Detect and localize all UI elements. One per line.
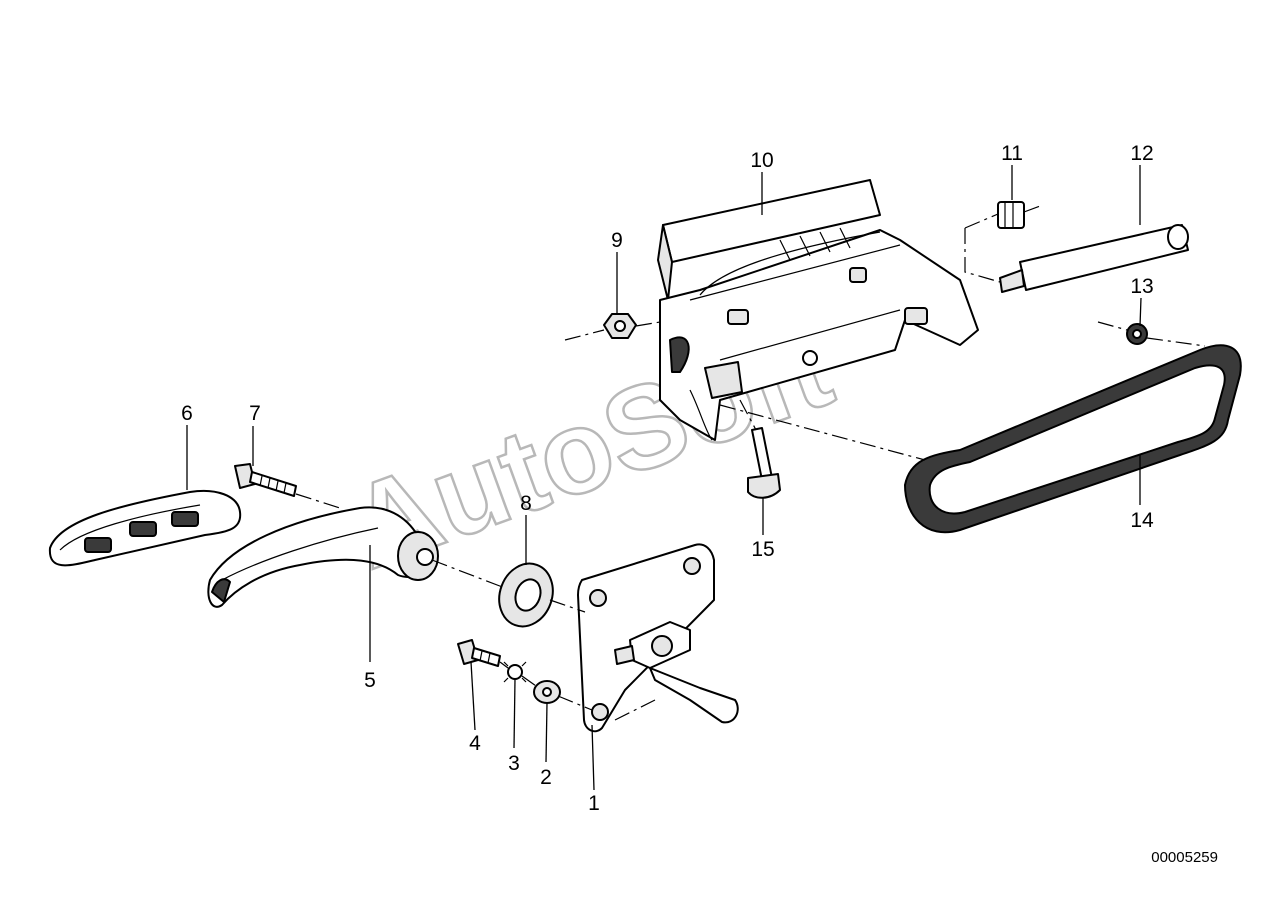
part-5-handle-lever [207,506,439,608]
part-13-nut [1126,323,1148,345]
callout-9: 9 [611,229,623,252]
callout-13: 13 [1130,275,1153,298]
callout-1: 1 [588,792,600,815]
part-9-nut [603,313,637,339]
part-14-cover [904,344,1242,534]
drawing-number: 00005259 [1151,849,1218,866]
assembly-lines [295,205,1206,721]
part-6-escutcheon [48,489,242,567]
callout-14: 14 [1130,509,1154,532]
callout-2: 2 [540,766,552,789]
part-10-housing [657,179,979,441]
part-15-screw [747,427,781,499]
part-2-washer [533,680,561,704]
callout-12: 12 [1130,142,1153,165]
part-4-bolt [457,639,501,667]
part-7-screw [234,463,297,497]
callout-11: 11 [1001,142,1023,165]
callout-8: 8 [520,492,532,515]
callout-5: 5 [364,669,376,692]
callout-4: 4 [469,732,481,755]
part-11-clip [997,201,1025,229]
part-8-gasket [498,562,554,628]
part-12-rod [999,224,1189,293]
callout-10: 10 [750,149,773,172]
leader-lines [186,165,1142,791]
callout-labels: 1 2 3 4 5 6 7 8 9 10 11 12 13 14 15 [181,142,1154,815]
callout-15: 15 [751,538,774,561]
callout-7: 7 [249,402,261,425]
callout-3: 3 [508,752,520,775]
part-1-mounting-plate [577,543,739,733]
callout-6: 6 [181,402,193,425]
